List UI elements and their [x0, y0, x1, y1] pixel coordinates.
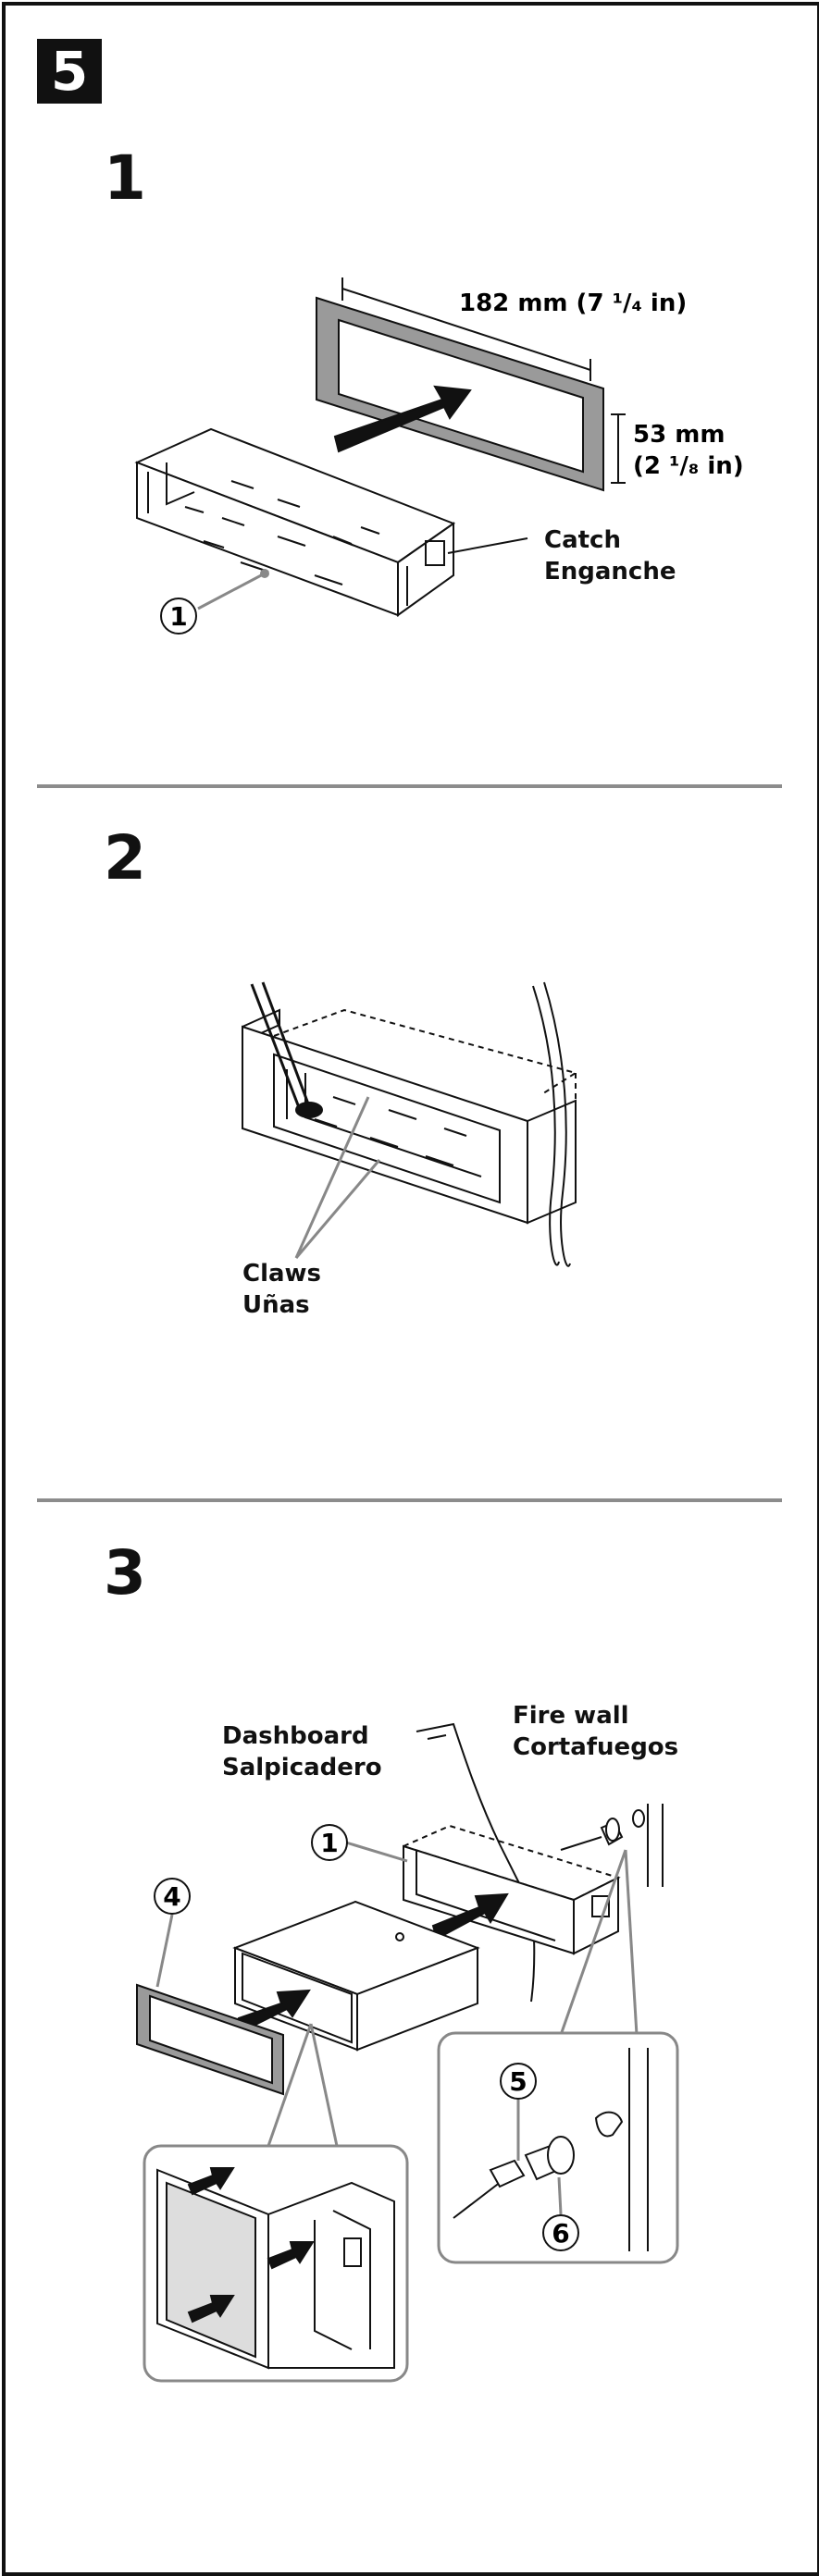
claws-label: Claws — [242, 1260, 322, 1288]
dashboard-label: Dashboard — [222, 1722, 369, 1750]
callout-number-4: 4 — [163, 1881, 180, 1912]
callout-number-1: 1 — [169, 601, 187, 632]
dimension-height-line1: 53 mm — [633, 421, 725, 449]
sleeve-in-dash — [273, 1053, 501, 1204]
insert-arrow-1 — [333, 385, 472, 453]
salpicadero-label: Salpicadero — [222, 1754, 382, 1781]
cortafuegos-label: Cortafuegos — [513, 1733, 679, 1761]
callout-circle-4 — [154, 1878, 191, 1915]
callout-number-5: 5 — [509, 2066, 527, 2097]
unas-label: Uñas — [242, 1291, 310, 1319]
step-3-number: 3 — [104, 1537, 146, 1608]
callout-circle-1-step3 — [311, 1824, 348, 1861]
step-1-illustration — [134, 277, 626, 635]
callout-circle-1 — [160, 598, 197, 635]
callout-number-6: 6 — [552, 2218, 569, 2249]
section-number-badge: 5 — [37, 39, 102, 104]
callout-circle-6 — [542, 2214, 579, 2251]
step-1-number: 1 — [104, 142, 146, 214]
dimension-width: 182 mm (7 ¹/₄ in) — [459, 290, 687, 317]
enganche-label: Enganche — [544, 558, 676, 585]
firewall-label: Fire wall — [513, 1702, 629, 1730]
step-3-illustration — [136, 1722, 679, 2383]
step-2-number: 2 — [104, 822, 146, 894]
catch-label: Catch — [544, 526, 621, 554]
callout-number-1-step3: 1 — [320, 1828, 338, 1858]
divider-2 — [37, 1498, 782, 1502]
step-2-illustration — [242, 981, 578, 1267]
dimension-height-line2: (2 ¹/₈ in) — [633, 452, 744, 480]
divider-1 — [37, 784, 782, 788]
callout-circle-5 — [500, 2063, 537, 2100]
insert-arrow-3a — [431, 1892, 509, 1941]
